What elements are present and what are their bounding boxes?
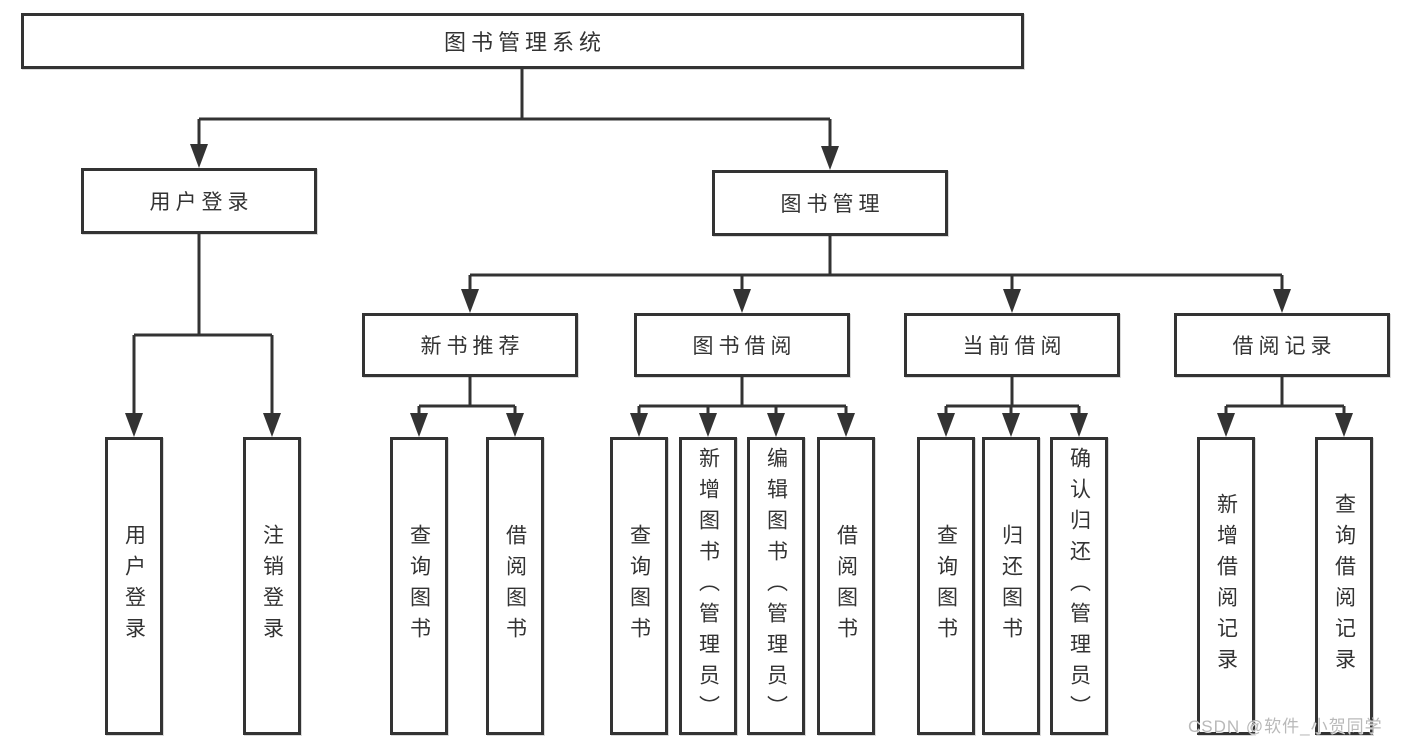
node-label: 归还图书 — [999, 524, 1023, 648]
leaf-query-books-recommend: 查询图书 — [390, 437, 448, 735]
arrowhead-icon — [506, 413, 524, 437]
arrowhead-icon — [1070, 413, 1088, 437]
arrowhead-icon — [410, 413, 428, 437]
node-label: 查询图书 — [934, 524, 958, 648]
arrowhead-icon — [1003, 289, 1021, 313]
node-label: 借阅记录 — [1232, 335, 1337, 358]
node-current-borrowing: 当前借阅 — [904, 313, 1120, 377]
node-label: 图书管理 — [780, 193, 885, 216]
leaf-add-book-admin: 新增图书（管理员） — [679, 437, 737, 735]
node-label: 注销登录 — [260, 524, 284, 648]
csdn-watermark: CSDN @软件_小贺同学 — [1188, 717, 1383, 736]
node-library-management-system: 图书管理系统 — [21, 13, 1024, 69]
node-new-book-recommendation: 新书推荐 — [362, 313, 578, 377]
node-label: 用户登录 — [149, 191, 254, 214]
arrowhead-icon — [837, 413, 855, 437]
arrowhead-icon — [630, 413, 648, 437]
arrowhead-icon — [190, 144, 208, 168]
arrowhead-icon — [699, 413, 717, 437]
node-label: 查询借阅记录 — [1332, 493, 1356, 679]
node-label: 新增图书（管理员） — [696, 446, 720, 726]
node-user-login: 用户登录 — [81, 168, 317, 234]
node-label: 确认归还（管理员） — [1067, 446, 1091, 726]
node-label: 图书管理系统 — [443, 30, 606, 55]
arrowhead-icon — [1217, 413, 1235, 437]
leaf-return-books: 归还图书 — [982, 437, 1040, 735]
arrowhead-icon — [1273, 289, 1291, 313]
leaf-logout: 注销登录 — [243, 437, 301, 735]
arrowhead-icon — [821, 146, 839, 170]
leaf-query-books-borrow: 查询图书 — [610, 437, 668, 735]
node-label: 借阅图书 — [503, 524, 527, 648]
node-label: 当前借阅 — [962, 335, 1067, 358]
arrowhead-icon — [461, 289, 479, 313]
node-label: 新增借阅记录 — [1214, 493, 1238, 679]
leaf-borrow-books: 借阅图书 — [817, 437, 875, 735]
leaf-borrow-books-recommend: 借阅图书 — [486, 437, 544, 735]
arrowhead-icon — [733, 289, 751, 313]
leaf-edit-book-admin: 编辑图书（管理员） — [747, 437, 805, 735]
leaf-user-login: 用户登录 — [105, 437, 163, 735]
node-label: 编辑图书（管理员） — [764, 446, 788, 726]
arrowhead-icon — [767, 413, 785, 437]
node-book-management: 图书管理 — [712, 170, 948, 236]
arrowhead-icon — [1002, 413, 1020, 437]
node-book-borrowing: 图书借阅 — [634, 313, 850, 377]
arrowhead-icon — [125, 413, 143, 437]
node-borrowing-records: 借阅记录 — [1174, 313, 1390, 377]
node-label: 图书借阅 — [692, 335, 797, 358]
node-label: 用户登录 — [122, 524, 146, 648]
leaf-confirm-return-admin: 确认归还（管理员） — [1050, 437, 1108, 735]
node-label: 新书推荐 — [420, 335, 525, 358]
arrowhead-icon — [1335, 413, 1353, 437]
leaf-add-borrow-record: 新增借阅记录 — [1197, 437, 1255, 735]
arrowhead-icon — [263, 413, 281, 437]
node-label: 查询图书 — [407, 524, 431, 648]
leaf-query-borrow-record: 查询借阅记录 — [1315, 437, 1373, 735]
leaf-query-books-current: 查询图书 — [917, 437, 975, 735]
arrowhead-icon — [937, 413, 955, 437]
node-label: 借阅图书 — [834, 524, 858, 648]
node-label: 查询图书 — [627, 524, 651, 648]
